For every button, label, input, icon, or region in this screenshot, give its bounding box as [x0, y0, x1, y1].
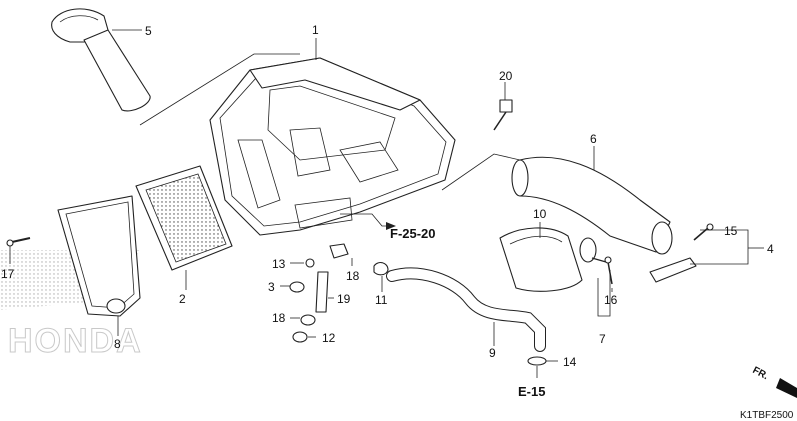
part-18-clip-lower [300, 314, 316, 326]
callout-1: 1 [312, 23, 319, 37]
honda-watermark: HONDA [8, 322, 143, 361]
callout-18-lower: 18 [272, 311, 286, 325]
diagram-code: K1TBF2500 [740, 410, 794, 421]
callout-18-upper: 18 [346, 269, 360, 283]
part-16-screw [604, 256, 613, 285]
callout-5: 5 [145, 24, 152, 38]
part-17-screw [6, 237, 31, 247]
callout-16: 16 [604, 293, 618, 307]
part-15-bolt [693, 223, 714, 241]
reference-f25-20[interactable]: F-25-20 [390, 226, 436, 241]
part-14-clip [527, 356, 547, 366]
callout-10: 10 [533, 207, 547, 221]
part-19-tube [315, 271, 329, 313]
part-2-air-filter-element [135, 165, 233, 271]
part-20-bolt [493, 99, 513, 131]
callout-11: 11 [375, 293, 388, 307]
svg-text:HONDA: HONDA [8, 322, 143, 360]
part-10-cover [499, 227, 583, 292]
callout-7: 7 [599, 332, 606, 346]
callout-13: 13 [272, 257, 286, 271]
reference-arrow-f25-20 [386, 222, 396, 230]
part-12-plug [292, 331, 308, 343]
callout-12: 12 [322, 331, 336, 345]
callout-9: 9 [489, 346, 496, 360]
part-1-air-cleaner-case [209, 57, 456, 236]
callout-4: 4 [767, 242, 774, 256]
part-7-band [579, 237, 607, 263]
callout-15: 15 [724, 224, 738, 238]
callout-6: 6 [590, 132, 597, 146]
callout-14: 14 [563, 355, 577, 369]
part-11-clip [373, 261, 389, 276]
part-5-intake-duct [51, 8, 151, 112]
callout-17: 17 [1, 267, 15, 281]
front-direction-indicator: FR. [751, 365, 797, 398]
part-8-air-cleaner-cover [57, 195, 141, 317]
part-3-plug [289, 281, 305, 293]
callout-2: 2 [179, 292, 186, 306]
reference-e15[interactable]: E-15 [518, 384, 545, 399]
part-18-clip-upper [329, 243, 349, 259]
part-13-clip [305, 258, 315, 268]
callout-20: 20 [499, 69, 513, 83]
callout-8: 8 [114, 337, 121, 351]
callout-3: 3 [268, 280, 275, 294]
part-4-bracket [649, 257, 697, 283]
leader-lines [9, 29, 764, 378]
part-9-drain-tube [386, 267, 546, 352]
front-arrow-icon [776, 378, 797, 398]
front-label: FR. [751, 365, 771, 382]
callout-19: 19 [337, 292, 351, 306]
